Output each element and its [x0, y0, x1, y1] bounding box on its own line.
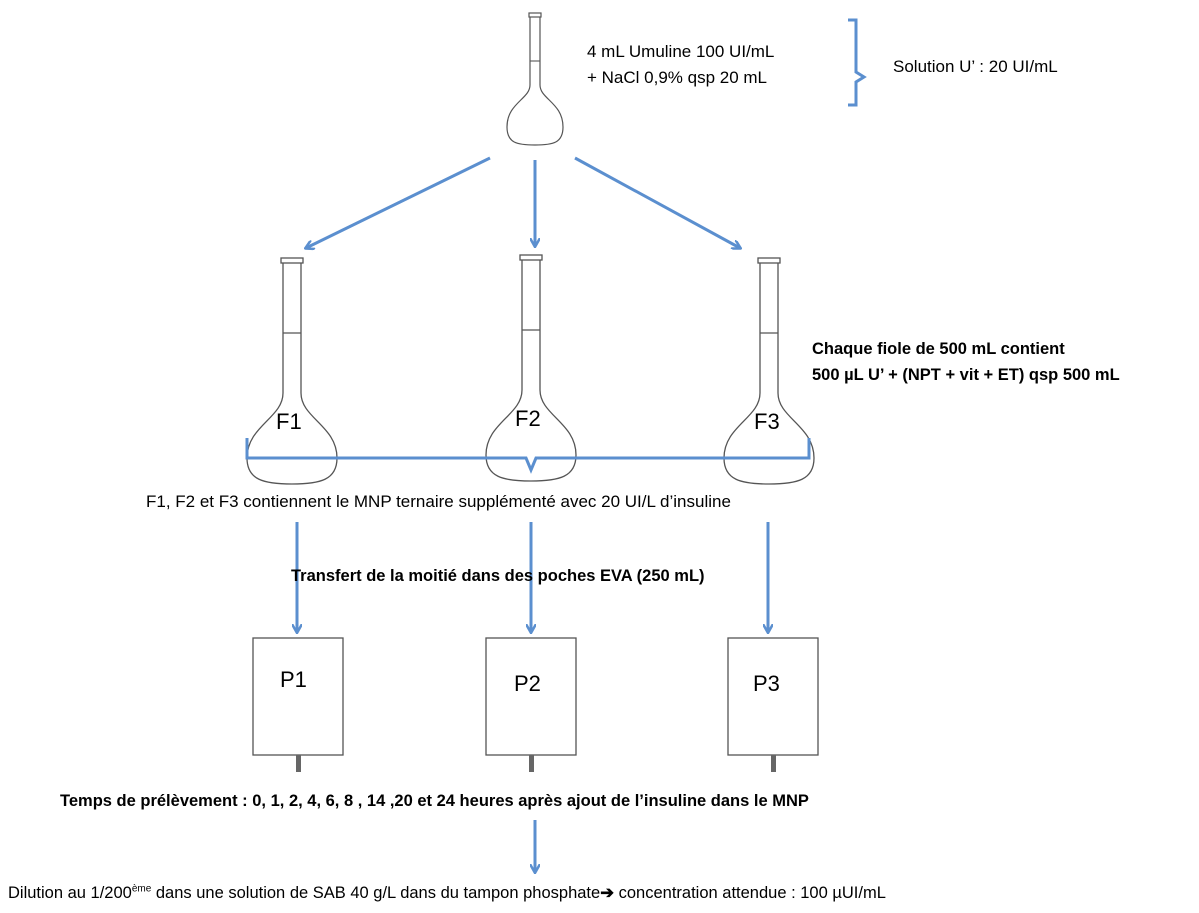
flask-label-f2: F2 [515, 406, 541, 431]
arrow-to-f1 [306, 156, 491, 248]
bag-p1 [252, 637, 344, 772]
flask-f3 [723, 257, 815, 485]
flask-label-f3: F3 [754, 409, 780, 434]
solution-label: Solution U’ : 20 UI/mL [893, 57, 1058, 76]
flasks-brace [245, 438, 811, 474]
solution-bracket [848, 18, 867, 107]
top-flask-line1: 4 mL Umuline 100 UI/mL [587, 42, 775, 61]
combined-note: F1, F2 et F3 contiennent le MNP ternaire… [146, 492, 731, 511]
transfer-note: Transfert de la moitié dans des poches E… [291, 567, 705, 585]
dilution-prefix: Dilution au 1/200 [8, 884, 132, 902]
flask-f1 [246, 257, 338, 485]
bag-p2 [485, 637, 577, 772]
bag-label-p2: P2 [514, 671, 541, 696]
flask-note-line1: Chaque fiole de 500 mL contient [812, 340, 1065, 358]
bag-label-p1: P1 [280, 667, 307, 692]
sampling-note: Temps de prélèvement : 0, 1, 2, 4, 6, 8 … [60, 792, 809, 810]
top-flask-line2: + NaCl 0,9% qsp 20 mL [587, 68, 768, 87]
flask-f2 [485, 254, 577, 482]
dilution-note: Dilution au 1/200ème dans une solution d… [8, 883, 886, 903]
bag-label-p3: P3 [753, 671, 780, 696]
flask-label-f1: F1 [276, 409, 302, 434]
dilution-superscript: ème [131, 883, 152, 895]
bag-p3 [727, 637, 819, 772]
dilution-arrow-icon: ➔ [600, 884, 615, 902]
dilution-suffix: concentration attendue : 100 µUI/mL [614, 884, 886, 902]
top-volumetric-flask [506, 12, 564, 146]
flask-note-line2: 500 µL U’ + (NPT + vit + ET) qsp 500 mL [812, 366, 1120, 384]
dilution-middle: dans une solution de SAB 40 g/L dans du … [151, 884, 601, 902]
arrow-to-f3 [574, 156, 740, 248]
